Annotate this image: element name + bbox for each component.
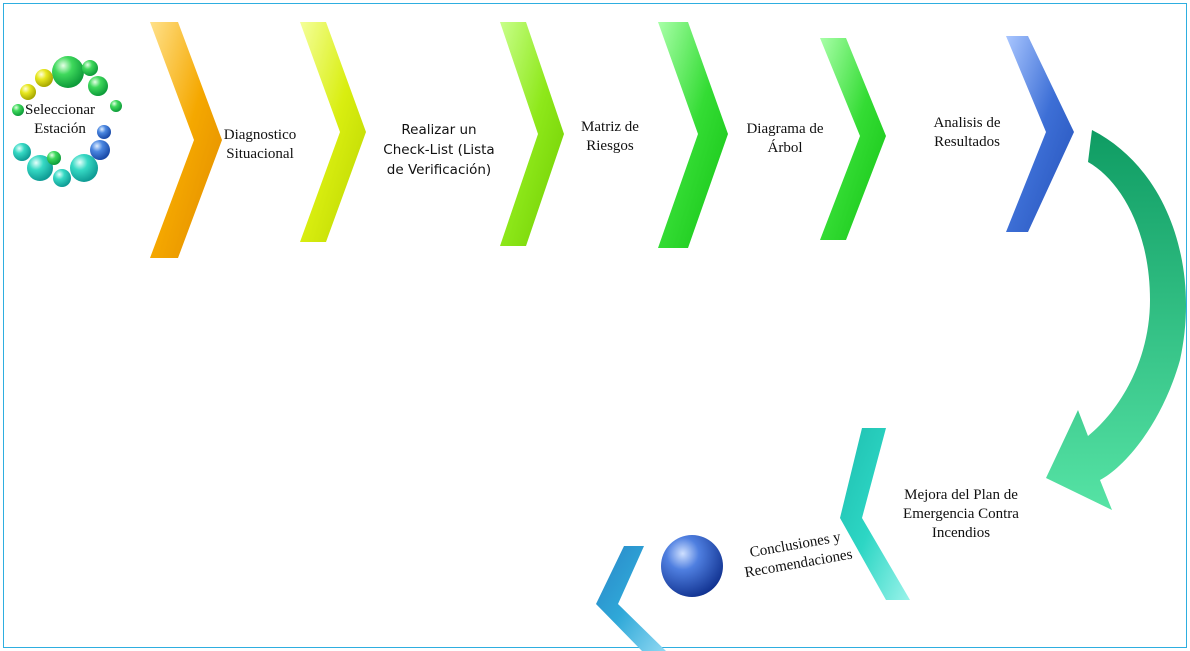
sphere-marker: [661, 535, 723, 597]
chevron-3: [500, 22, 564, 246]
label-diagnostico: Diagnostico Situacional: [223, 127, 297, 162]
label-checklist: Realizar un Check-List (Lista de Verific…: [383, 122, 495, 178]
diagram-frame: [3, 3, 1187, 648]
label-matriz: Matriz de Riesgos: [581, 119, 639, 154]
chevron-4: [658, 22, 728, 248]
chevron-5: [820, 38, 886, 240]
bubbles-icon: [12, 56, 122, 187]
curved-arrow: [1046, 130, 1187, 510]
chevron-8: [596, 546, 666, 651]
chevron-2: [300, 22, 366, 242]
label-mejora: Mejora del Plan de Emergencia Contra Inc…: [903, 487, 1019, 541]
label-seleccionar: Seleccionar Estación: [25, 102, 95, 137]
chevron-6: [1006, 36, 1074, 232]
label-analisis: Analisis de Resultados: [933, 115, 1001, 150]
label-arbol: Diagrama de Árbol: [746, 121, 824, 156]
chevron-1: [150, 22, 222, 258]
chevron-7: [840, 428, 910, 600]
